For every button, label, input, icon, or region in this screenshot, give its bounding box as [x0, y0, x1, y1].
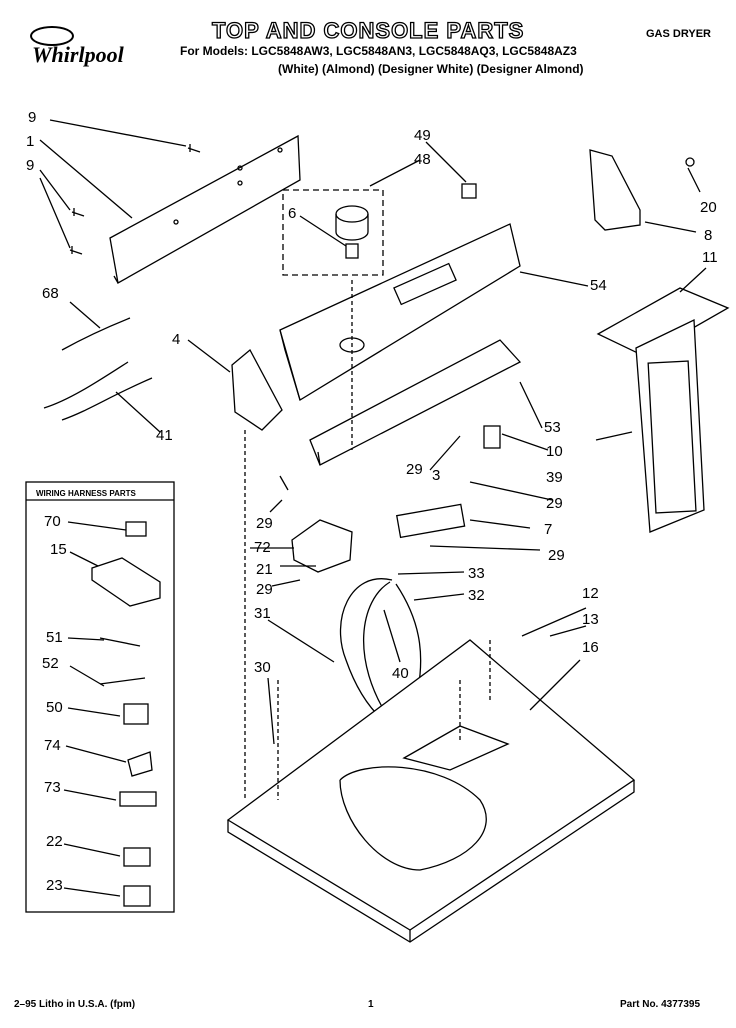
print-info: 2–95 Litho in U.S.A. (fpm)	[14, 999, 136, 1010]
knob-group-box	[282, 189, 384, 276]
leader-lines	[39, 119, 707, 897]
harness-callout-50: 50	[46, 699, 63, 716]
callout-1: 1	[26, 133, 35, 150]
harness-callout-51: 51	[46, 629, 63, 646]
button-part	[461, 183, 477, 199]
harness-callout-74: 74	[44, 737, 61, 754]
callout-72: 72	[254, 539, 271, 556]
switch-part	[483, 425, 501, 449]
end-cap-right-part	[589, 149, 641, 231]
callout-12: 12	[582, 585, 599, 602]
callout-33: 33	[468, 565, 485, 582]
lint-duct-part	[635, 318, 705, 533]
console-support-part	[309, 339, 522, 466]
harness-callout-22: 22	[46, 833, 63, 850]
callout-30: 30	[254, 659, 271, 676]
harness-callout-70: 70	[44, 513, 61, 530]
callout-16: 16	[582, 639, 599, 656]
callout-39: 39	[546, 469, 563, 486]
wire-parts	[43, 317, 153, 421]
harness-part-icons	[91, 521, 161, 907]
callout-53: 53	[544, 419, 561, 436]
callout-4: 4	[172, 331, 181, 348]
callout-9b: 9	[26, 157, 35, 174]
page-number: 1	[368, 999, 374, 1010]
console-panel-part	[279, 223, 521, 401]
callout-6: 6	[288, 205, 297, 222]
callout-54: 54	[590, 277, 607, 294]
wiring-harness-title: WIRING HARNESS PARTS	[36, 489, 136, 498]
wiring-harness-box	[25, 481, 175, 913]
callout-29b: 29	[546, 495, 563, 512]
callout-13: 13	[582, 611, 599, 628]
callout-29c: 29	[256, 515, 273, 532]
callout-48: 48	[414, 151, 431, 168]
callout-29a: 29	[406, 461, 423, 478]
page-title: TOP AND CONSOLE PARTS	[211, 17, 525, 43]
terminal-block-part	[291, 519, 353, 573]
callout-11: 11	[702, 249, 718, 266]
product-type: GAS DRYER	[646, 28, 711, 40]
callout-31: 31	[254, 605, 271, 622]
harness-callout-15: 15	[50, 541, 67, 558]
callout-49: 49	[414, 127, 431, 144]
part-number: Part No. 4377395	[620, 999, 701, 1010]
logo-ring-icon	[30, 26, 74, 46]
rear-bracket-part	[109, 134, 301, 285]
lint-cover-part	[596, 287, 730, 357]
brand-name: Whirlpool	[32, 42, 124, 67]
callout-40: 40	[392, 665, 409, 682]
harness-callout-52: 52	[42, 655, 59, 672]
harness-callout-23: 23	[46, 877, 63, 894]
screw-20-part	[685, 157, 695, 167]
callout-41: 41	[156, 427, 173, 444]
callout-8: 8	[704, 227, 713, 244]
callout-3: 3	[432, 467, 441, 484]
callout-29e: 29	[256, 581, 273, 598]
knob-part	[335, 205, 369, 259]
locator-lines	[244, 280, 491, 800]
callout-32: 32	[468, 587, 485, 604]
timer-part	[395, 503, 466, 539]
color-variants: (White) (Almond) (Designer White) (Desig…	[278, 62, 584, 76]
dryer-top-part	[226, 639, 636, 943]
callout-10: 10	[546, 443, 563, 460]
whirlpool-logo: Whirlpool	[22, 26, 162, 76]
callout-20: 20	[700, 199, 717, 216]
callout-9: 9	[28, 109, 37, 126]
callout-29d: 29	[548, 547, 565, 564]
callout-68: 68	[42, 285, 59, 302]
callout-21: 21	[256, 561, 273, 578]
model-list: For Models: LGC5848AW3, LGC5848AN3, LGC5…	[180, 44, 577, 58]
end-cap-part	[231, 348, 283, 431]
screw-parts	[69, 144, 201, 255]
callout-7: 7	[544, 521, 553, 538]
harness-callout-73: 73	[44, 779, 61, 796]
